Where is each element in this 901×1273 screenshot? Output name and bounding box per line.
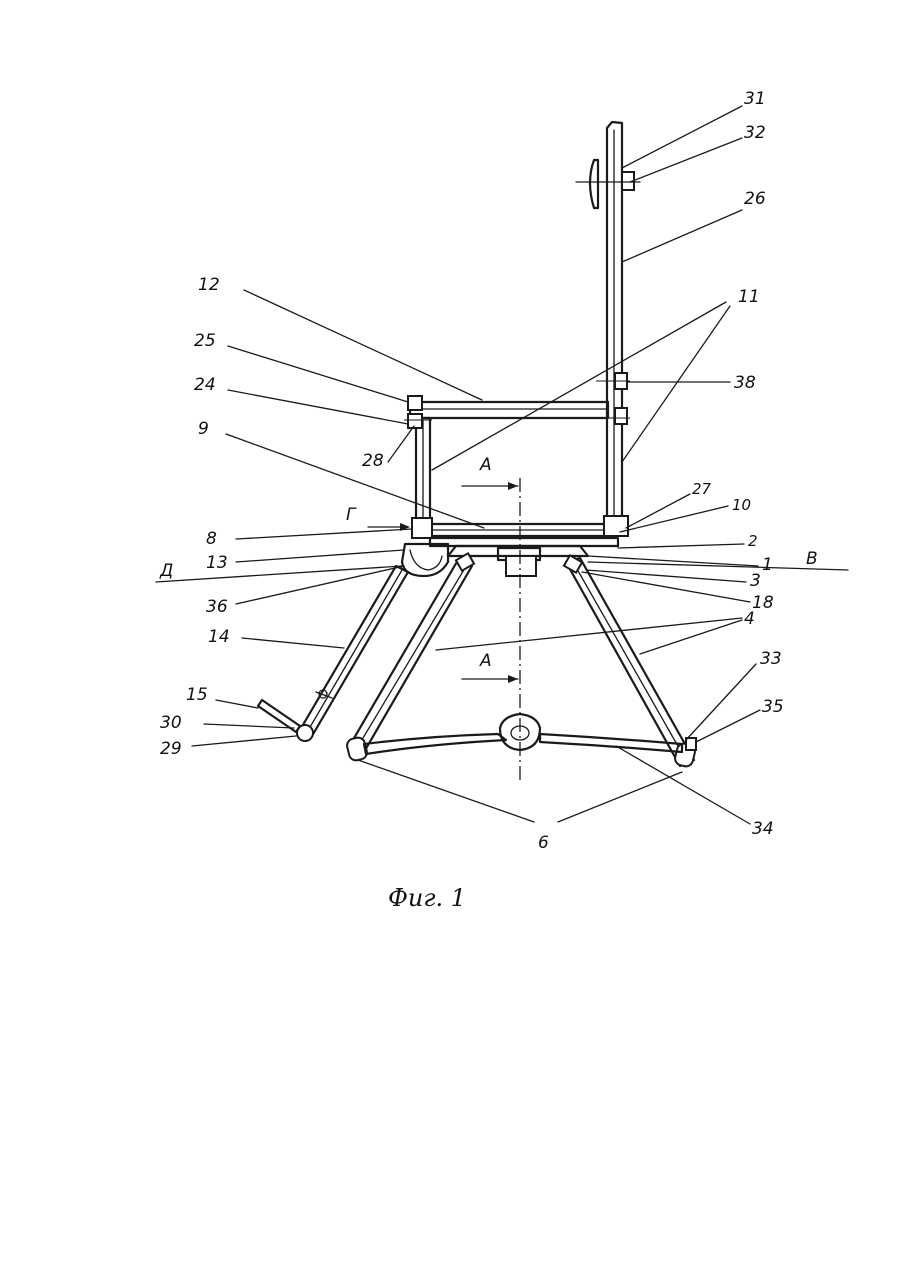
label-14: 14: [208, 627, 230, 647]
label-4: 4: [744, 609, 755, 629]
label-38: 38: [734, 373, 756, 393]
clamp-35: [686, 738, 696, 750]
label-6: 6: [538, 833, 549, 853]
label-9: 9: [198, 419, 209, 439]
label-24: 24: [194, 375, 216, 395]
label-33: 33: [760, 649, 782, 669]
label-3: 3: [750, 571, 761, 591]
block-8: [412, 518, 432, 538]
view-g: Г: [346, 505, 357, 525]
leader-lines: [192, 106, 760, 824]
label-1: 1: [762, 555, 773, 575]
tripod-leg-left: [350, 560, 472, 752]
label-29: 29: [160, 739, 182, 759]
label-8: 8: [206, 529, 217, 549]
view-d: Д: [159, 561, 173, 581]
spreader-34: [364, 714, 682, 754]
joint-blocks: [404, 373, 630, 428]
label-18: 18: [752, 593, 774, 613]
block-25: [408, 396, 422, 410]
view-v: В: [806, 549, 818, 569]
plate-2: [430, 538, 618, 546]
label-31: 31: [744, 89, 766, 109]
label-36: 36: [206, 597, 228, 617]
block-24: [408, 414, 422, 428]
figure-caption: Фиг. 1: [388, 884, 466, 912]
head-mount-36: [402, 544, 448, 576]
section-a-top: А: [479, 455, 492, 475]
label-27: 27: [692, 480, 712, 498]
label-15: 15: [186, 685, 208, 705]
label-2: 2: [748, 532, 758, 550]
tripod-legs-4: [350, 553, 694, 766]
label-34: 34: [752, 819, 774, 839]
label-35: 35: [762, 697, 784, 717]
label-13: 13: [206, 553, 228, 573]
section-labels: А А Г Д В: [159, 455, 818, 671]
label-32: 32: [744, 123, 766, 143]
label-25: 25: [194, 331, 216, 351]
label-28: 28: [362, 451, 384, 471]
section-a-bottom: А: [479, 651, 492, 671]
label-30: 30: [160, 713, 182, 733]
block-10: [604, 516, 628, 536]
horizontal-bar-12: [410, 402, 608, 418]
label-12: 12: [198, 275, 220, 295]
label-11: 11: [738, 287, 760, 307]
upright-post-26: [607, 122, 622, 528]
block-38-lower: [615, 408, 627, 424]
label-10: 10: [732, 496, 751, 514]
label-26: 26: [744, 189, 766, 209]
hub-18: [506, 556, 536, 576]
